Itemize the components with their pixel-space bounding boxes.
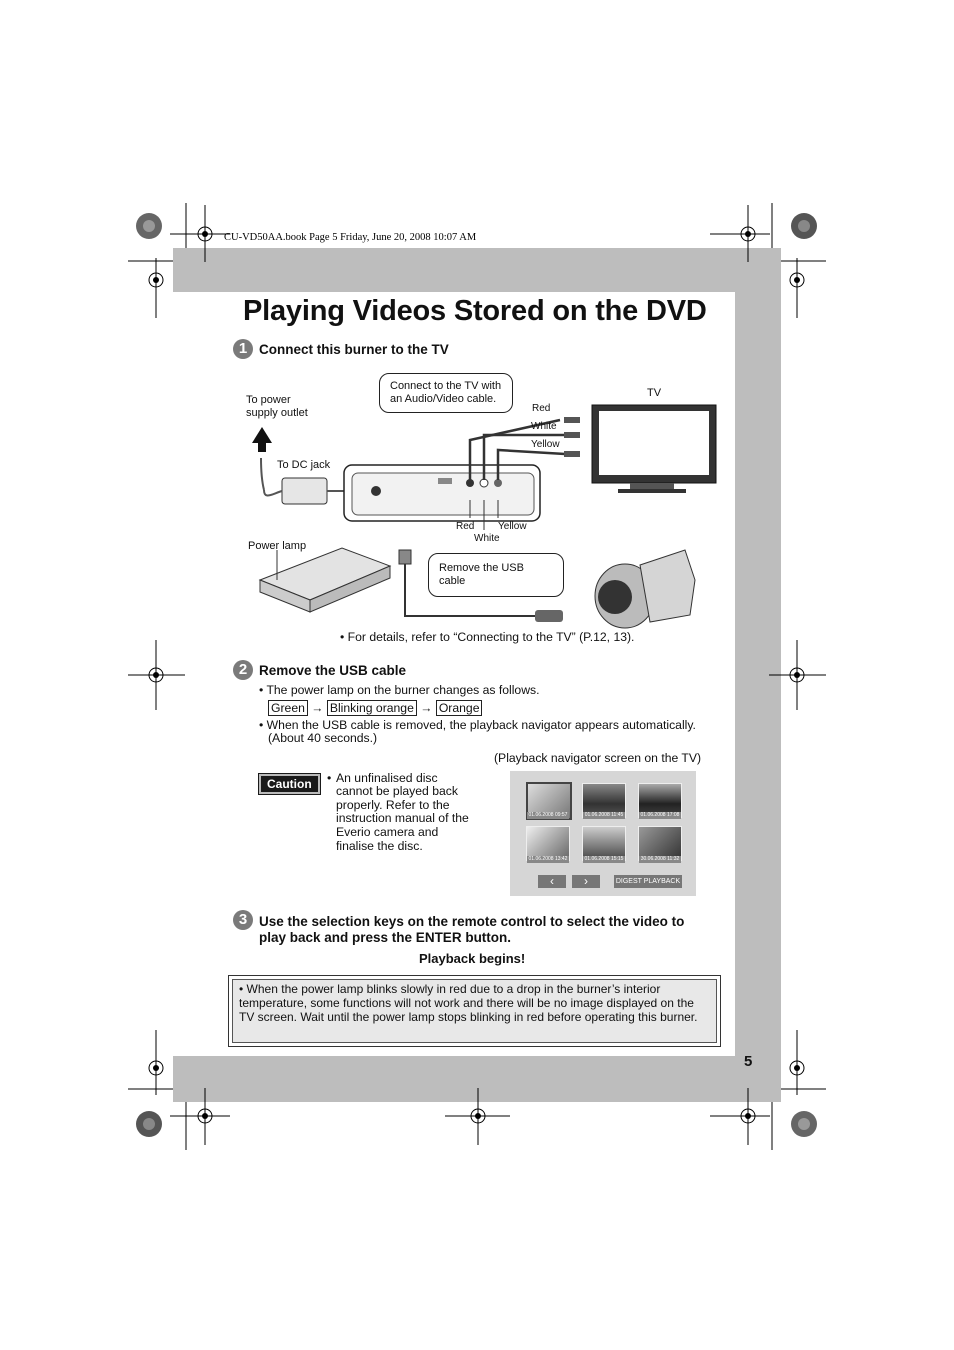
state-orange: Orange [435,700,483,716]
note-inner: • When the power lamp blinks slowly in r… [232,979,717,1043]
state-green: Green [268,700,308,716]
caution-label: Caution [258,773,321,795]
step-2-number: 2 [233,660,253,680]
step-3-number: 3 [233,910,253,930]
thumbnail-date: 01.06.2008 15:15 [583,856,625,863]
connection-diagram [252,404,717,629]
step-2-bullet-1-text: The power lamp on the burner changes as … [266,683,540,697]
step-1-note: • For details, refer to “Connecting to t… [340,630,634,644]
step-2-bullet-2: • When the USB cable is removed, the pla… [259,718,729,732]
step-2-bullet-2-line-1: When the USB cable is removed, the playb… [266,718,696,732]
page-number: 5 [744,1053,753,1070]
step-1-heading: Connect this burner to the TV [259,342,449,357]
label-yellow-top: Yellow [531,439,560,450]
step-1-number: 1 [233,339,253,359]
prev-page-button[interactable]: ‹ [538,875,566,888]
label-yellow-bottom: Yellow [498,521,527,532]
bullet: • [259,683,264,697]
arrow-icon: → [420,701,433,715]
file-info-header: CU-VD50AA.book Page 5 Friday, June 20, 2… [224,232,477,243]
digest-playback-button[interactable]: DIGEST PLAYBACK [614,875,682,888]
next-page-button[interactable]: › [572,875,600,888]
thumbnail-date: 01.06.2008 09:57 [527,812,569,819]
label-dc-jack: To DC jack [277,459,331,471]
bullet: • [340,630,345,644]
caution-line: instruction manual of the [336,811,469,825]
caution-line: properly. Refer to the [336,798,450,812]
caution-line: Everio camera and [336,825,439,839]
playback-navigator-screen: 01.06.2008 09:57 01.06.2008 11:45 01.06.… [510,771,696,896]
top-gray-band [173,248,781,293]
bottom-gray-band [173,1056,781,1102]
label-power-outlet: To power supply outlet [246,394,308,419]
step-2-heading: Remove the USB cable [259,663,407,678]
note-text: • When the power lamp blinks slowly in r… [239,982,711,1024]
caution-line: An unfinalised disc [336,771,438,785]
caution-bullet: • [327,771,332,785]
label-red-top: Red [532,403,551,414]
state-blinking-orange: Blinking orange [326,700,417,716]
label-red-bottom: Red [456,521,475,532]
step-1-note-text: For details, refer to “Connecting to the… [347,630,635,644]
playback-begins: Playback begins! [419,951,526,966]
page-title: Playing Videos Stored on the DVD [243,295,707,327]
arrow-icon: → [311,701,324,715]
bubble-remove-usb: Remove the USB cable [428,553,564,597]
label-white-bottom: White [474,533,500,544]
lamp-state-sequence: Green → Blinking orange → Orange [268,700,483,716]
step-3-heading-line-2: play back and press the ENTER button. [259,930,512,945]
caution-line: finalise the disc. [336,839,423,853]
note-body: When the power lamp blinks slowly in red… [239,982,698,1024]
note-box: • When the power lamp blinks slowly in r… [228,975,721,1047]
bubble-connect-tv: Connect to the TV with an Audio/Video ca… [379,373,513,413]
step-2-bullet-1: • The power lamp on the burner changes a… [259,683,539,697]
thumbnail-date: 01.06.2008 13:42 [527,856,569,863]
navigator-caption: (Playback navigator screen on the TV) [494,751,702,765]
thumbnail-5[interactable] [582,826,626,861]
label-white-top: White [531,421,557,432]
bullet: • [259,718,264,732]
thumbnail-date: 01.06.2008 17:08 [639,812,681,819]
caution-line: cannot be played back [336,784,458,798]
thumbnail-date: 01.06.2008 11:45 [583,812,625,819]
label-power-lamp: Power lamp [248,540,307,552]
step-3-heading-line-1: Use the selection keys on the remote con… [259,914,685,929]
label-tv: TV [647,387,662,399]
step-2-bullet-2-line-2: (About 40 seconds.) [268,731,378,745]
bullet: • [239,982,244,996]
thumbnail-date: 30.06.2008 11:32 [639,856,681,863]
